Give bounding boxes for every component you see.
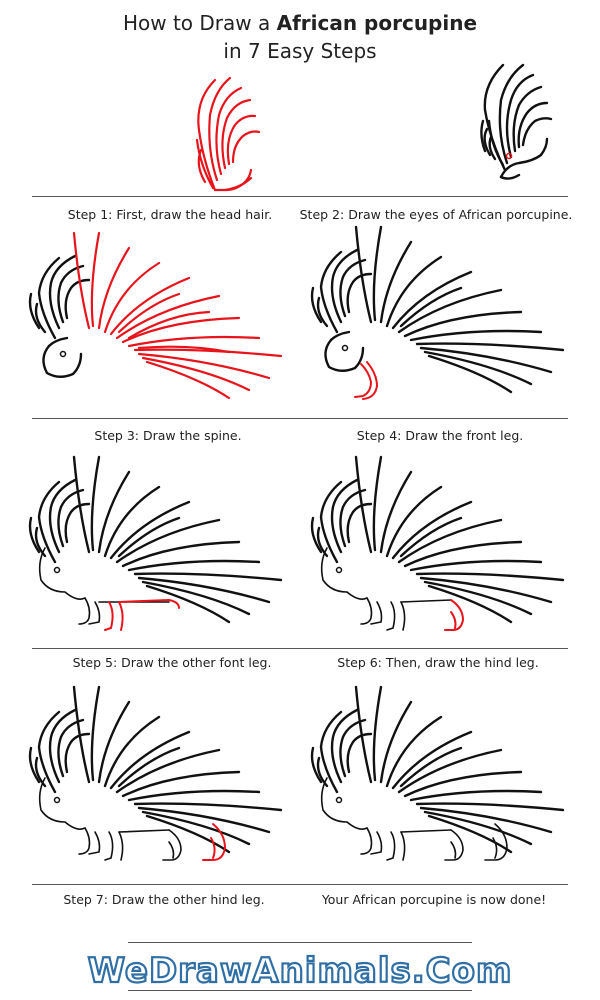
wedrawanimals-logo: WeDrawAnimals.Com [87, 950, 513, 992]
title-bold: African porcupine [276, 11, 478, 35]
caption-step-4: Step 4: Draw the front leg. [356, 428, 524, 443]
divider-2 [32, 418, 568, 419]
caption-step-6: Step 6: Then, draw the hind leg. [337, 655, 539, 670]
caption-step-3: Step 3: Draw the spine. [94, 428, 242, 443]
caption-step-5: Step 5: Draw the other font leg. [72, 655, 272, 670]
divider-3 [32, 648, 568, 649]
step-2-drawing [480, 63, 553, 180]
caption-step-1: Step 1: First, draw the head hair. [67, 207, 273, 222]
page-subtitle: in 7 Easy Steps [223, 39, 377, 63]
step-5-drawing [28, 455, 283, 631]
caption-step-2: Step 2: Draw the eyes of African porcupi… [299, 207, 573, 222]
step-6-drawing [310, 455, 565, 631]
caption-step-7: Step 7: Draw the other hind leg. [63, 892, 265, 907]
page-title: How to Draw a African porcupine [0, 10, 600, 36]
step-3-drawing [28, 231, 283, 400]
step-4-drawing [310, 225, 565, 400]
caption-final: Your African porcupine is now done! [321, 892, 547, 907]
logo-top-line [128, 942, 472, 943]
title-prefix: How to Draw a [122, 11, 277, 35]
step-1-drawing [195, 76, 261, 192]
divider-4 [32, 884, 568, 885]
step-7-drawing [28, 685, 283, 861]
divider-1 [32, 196, 568, 197]
logo-bottom-line [128, 990, 472, 991]
final-drawing [310, 685, 565, 861]
logo-text: WeDrawAnimals.Com [88, 951, 513, 991]
